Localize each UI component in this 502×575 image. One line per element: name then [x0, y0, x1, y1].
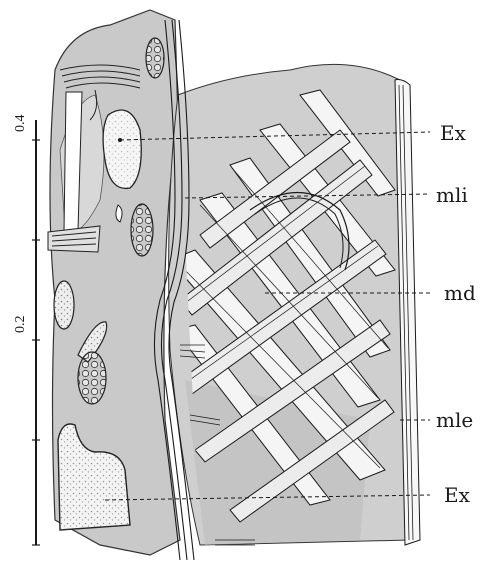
label-md: md [444, 281, 476, 305]
scale-bar [32, 120, 40, 545]
label-mle: mle [436, 408, 473, 432]
gland-small-top [146, 38, 164, 78]
scale-label-mid: 0.2 [13, 316, 28, 334]
label-mli: mli [436, 183, 468, 207]
label-ex-bottom: Ex [444, 483, 471, 507]
label-ex-top: Ex [440, 121, 467, 145]
gland-left-mid [54, 281, 74, 329]
gland-mid [131, 204, 153, 256]
gland-lower [78, 352, 106, 404]
scale-label-top: 0.4 [13, 115, 28, 133]
